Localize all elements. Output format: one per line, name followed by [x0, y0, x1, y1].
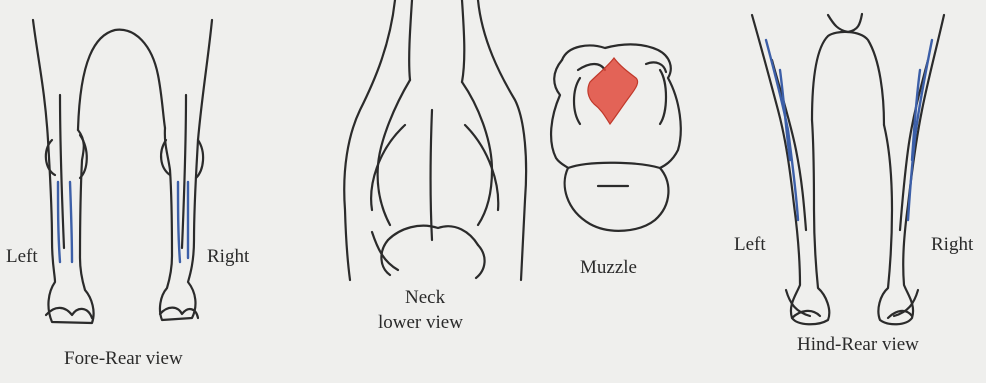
fore-rear-view: [33, 20, 212, 323]
fore-left-label: Left: [6, 246, 38, 268]
muzzle-view: [551, 45, 681, 231]
fore-right-vein-marking: [178, 182, 180, 262]
hind-left-label: Left: [734, 234, 766, 256]
hind-rear-view: [752, 14, 944, 324]
muzzle-red-marking: [588, 58, 638, 124]
fore-left-vein-marking: [58, 182, 60, 262]
neck-label-line1: Neck: [405, 287, 445, 309]
hind-right-label: Right: [931, 234, 973, 256]
muzzle-label: Muzzle: [580, 257, 637, 279]
fore-rear-caption: Fore-Rear view: [64, 348, 183, 370]
neck-label-line2: lower view: [378, 312, 463, 334]
fore-right-label: Right: [207, 246, 249, 268]
hind-rear-caption: Hind-Rear view: [797, 334, 919, 356]
neck-lower-view: [344, 0, 526, 280]
fore-right-leg: [160, 20, 212, 320]
fore-left-leg: [33, 20, 94, 323]
hind-right-leg: [878, 15, 944, 324]
